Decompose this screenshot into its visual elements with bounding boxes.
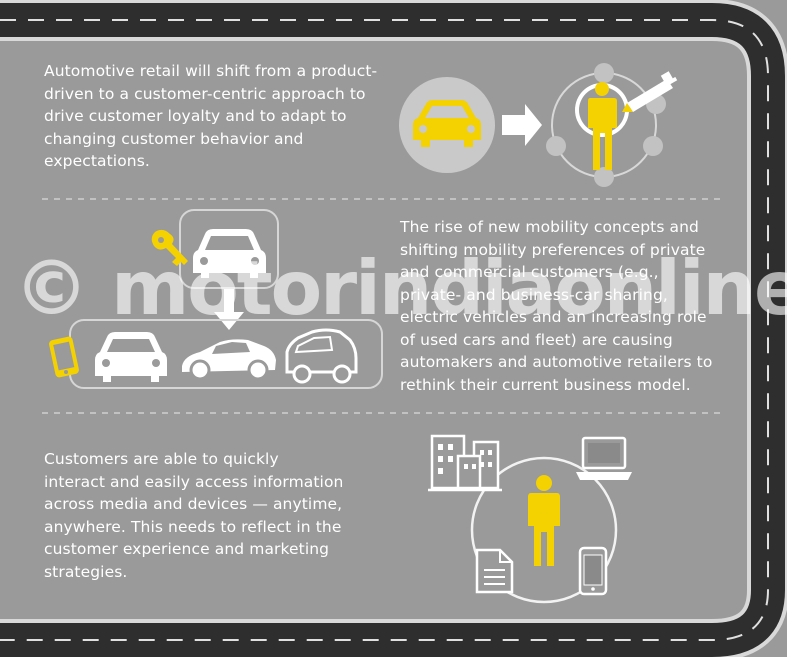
car-key-icon xyxy=(151,229,188,266)
hatchback-icon xyxy=(285,328,358,384)
sedan-front-icon xyxy=(95,332,167,382)
section-3-text: Customers are able to quickly interact a… xyxy=(44,450,344,581)
sports-car-icon xyxy=(182,339,276,381)
customer-network-icon xyxy=(546,63,678,187)
car-circle-icon xyxy=(399,77,495,173)
section-2-text: The rise of new mobility concepts and sh… xyxy=(400,218,713,394)
car-front-icon xyxy=(193,229,266,278)
arrow-right-icon xyxy=(502,104,542,146)
building-icon xyxy=(428,434,502,492)
smartphone-icon xyxy=(578,546,608,596)
car-frame xyxy=(179,209,279,289)
watermark: © motorindiaonline.in xyxy=(14,244,787,332)
laptop-icon xyxy=(576,436,632,480)
document-icon xyxy=(475,548,514,594)
person-icon xyxy=(528,475,560,566)
mobile-phone-icon xyxy=(49,336,79,378)
section-1-text: Automotive retail will shift from a prod… xyxy=(44,62,378,170)
